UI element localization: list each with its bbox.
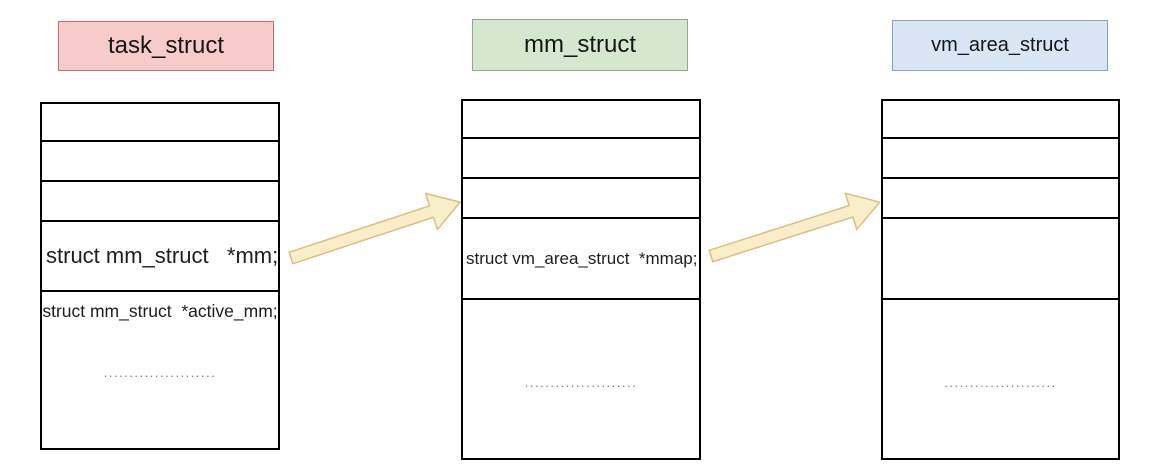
pointer-arrow-task-to-mm-icon [288,192,461,265]
table-row-rest: struct mm_struct *active_mm; ...........… [42,292,278,448]
field-mm-pointer: struct mm_struct *mm; [46,243,279,268]
ellipsis-dots: ...................... [524,375,638,390]
mm-struct-title: mm_struct [523,31,636,58]
table-row-empty [42,182,278,222]
table-row-empty [42,142,278,182]
vm-area-struct-title: vm_area_struct [931,34,1069,56]
vm-area-struct-header: vm_area_struct [892,20,1108,71]
table-row-empty [42,104,278,142]
task-struct-header: task_struct [58,21,274,71]
task-struct-table: struct mm_struct *mm; struct mm_struct *… [40,102,280,450]
table-row-empty [463,101,699,139]
table-row-rest: ...................... [883,300,1118,458]
ellipsis-dots: ...................... [944,375,1057,390]
table-row-empty [883,179,1118,219]
mm-struct-header: mm_struct [472,19,688,71]
pointer-arrow-mm-to-vma-icon [708,192,881,263]
table-row-empty [883,101,1118,139]
table-row-mmap-pointer: struct vm_area_struct *mmap; [463,219,699,300]
field-active-mm-pointer: struct mm_struct *active_mm; [42,301,278,321]
field-mmap-pointer: struct vm_area_struct *mmap; [466,248,698,268]
vm-area-struct-table: ...................... [881,99,1120,460]
table-row-rest: ...................... [463,300,699,458]
table-row-mm-pointer: struct mm_struct *mm; [42,222,278,292]
table-row-empty [463,139,699,179]
table-row-empty [883,219,1118,300]
task-struct-title: task_struct [107,32,225,59]
table-row-empty [463,179,699,219]
table-row-empty [883,139,1118,179]
ellipsis-dots: ...................... [103,365,217,380]
mm-struct-table: struct vm_area_struct *mmap; ...........… [461,99,701,460]
